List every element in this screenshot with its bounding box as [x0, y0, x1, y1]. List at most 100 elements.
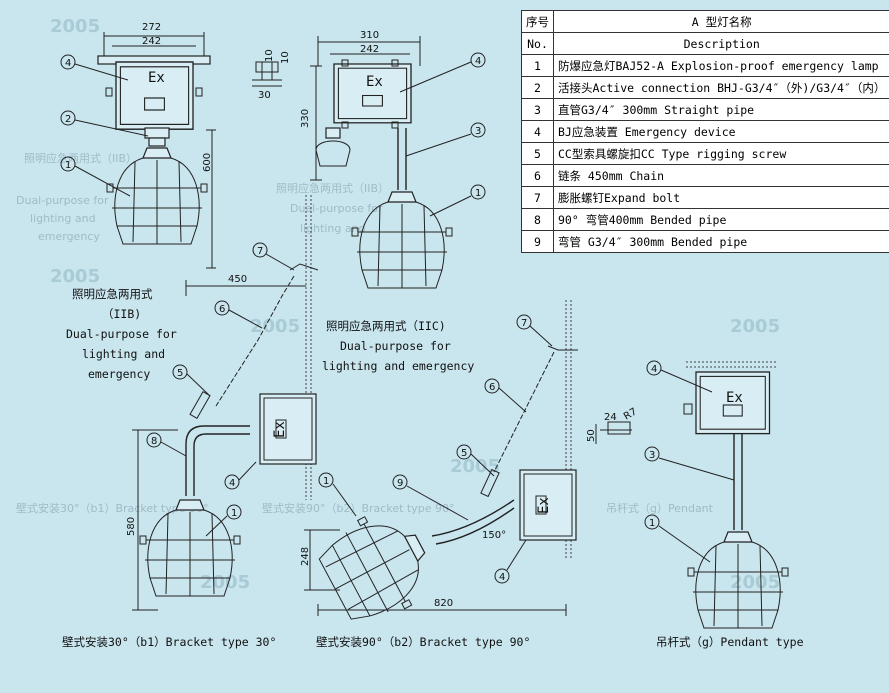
callout-4: 4 [475, 56, 481, 67]
callout-7: 7 [521, 318, 527, 329]
view-pendant: Ex 4 3 1 [644, 360, 789, 629]
dimension-30: 30 [258, 90, 271, 101]
header-title-en: Description [552, 32, 889, 55]
angle-150: 150° [482, 530, 506, 541]
box-label: Ex [148, 70, 165, 86]
row-desc: BJ应急装置 Emergency device [552, 120, 889, 143]
callout-1: 1 [475, 188, 481, 199]
bolt-detail-2: 24 R7 50 [586, 406, 639, 444]
dimension-242: 242 [360, 44, 379, 55]
dimension-r7: R7 [622, 406, 639, 422]
iib-title-cn: 照明应急两用式 [72, 287, 153, 301]
iib-line1: Dual-purpose for [66, 327, 177, 341]
row-no: 2 [521, 76, 554, 99]
callout-2: 2 [65, 114, 71, 125]
caption-pendant: 吊杆式（g）Pendant type [656, 635, 804, 649]
ghost-text: lighting and [30, 212, 96, 225]
dimension-10b: 10 [280, 51, 291, 64]
callout-1: 1 [323, 476, 329, 487]
callout-1: 1 [65, 160, 71, 171]
dimension-10a: 10 [264, 49, 275, 62]
table-header-row-2: No. Description [521, 32, 889, 55]
box-label: Ex [726, 390, 743, 406]
iib-line3: emergency [88, 367, 150, 381]
dimension-450: 450 [228, 274, 247, 285]
dimension-242: 242 [142, 36, 161, 47]
row-desc: 90° 弯管400mm Bended pipe [552, 208, 889, 231]
ghost-text: 壁式安装90°（b2）Bracket type 90° [262, 501, 454, 515]
callout-1: 1 [231, 508, 237, 519]
row-desc: 弯管 G3/4″ 300mm Bended pipe [552, 230, 889, 253]
bolt-detail: 10 10 30 [252, 49, 291, 101]
table-header-row-1: 序号 A 型灯名称 [521, 10, 889, 33]
row-desc: 活接头Active connection BHJ-G3/4″（外)/G3/4″（… [552, 76, 889, 99]
callout-5: 5 [461, 448, 467, 459]
ghost-text: Dual-purpose for [290, 202, 383, 215]
row-desc: 防爆应急灯BAJ52-A Explosion-proof emergency l… [552, 54, 889, 77]
watermark-text: 2005 [730, 316, 780, 337]
callout-5: 5 [177, 368, 183, 379]
box-label: Ex [366, 74, 383, 90]
label-iib: 照明应急两用式 （IIB) Dual-purpose for lighting … [66, 287, 177, 381]
view-bracket-30: 450 7 6 5 Ex 8 4 1 580 [126, 195, 319, 611]
caption-bracket-30: 壁式安装30°（b1）Bracket type 30° [62, 635, 276, 649]
label-iic: 照明应急两用式（IIC) Dual-purpose for lighting a… [322, 319, 474, 373]
header-no-en: No. [521, 32, 554, 55]
row-no: 3 [521, 98, 554, 121]
row-desc: 膨胀螺钉Expand bolt [552, 186, 889, 209]
dimension-310: 310 [360, 30, 379, 41]
ghost-text: 吊杆式（g）Pendant [606, 501, 714, 515]
ghost-text: emergency [38, 230, 100, 243]
ghost-text: 照明应急两用式（IIB） [276, 181, 389, 195]
callout-1: 1 [649, 518, 655, 529]
dimension-580: 580 [126, 517, 137, 536]
box-label: Ex [272, 421, 288, 438]
dimension-820: 820 [434, 598, 453, 609]
header-no-cn: 序号 [521, 10, 554, 33]
iic-line2: lighting and emergency [322, 359, 474, 373]
row-desc: 直管G3/4″ 300mm Straight pipe [552, 98, 889, 121]
watermark-text: 2005 [50, 266, 100, 287]
iic-line1: Dual-purpose for [340, 339, 451, 353]
dimension-50: 50 [586, 429, 597, 442]
dimension-600: 600 [202, 153, 213, 172]
dimension-272: 272 [142, 22, 161, 33]
callout-9: 9 [397, 478, 403, 489]
ghost-text: 壁式安装30°（b1）Bracket type 30° [16, 501, 208, 515]
row-no: 1 [521, 54, 554, 77]
watermark-text: 2005 [730, 572, 780, 593]
iib-code: （IIB) [102, 307, 141, 321]
callout-4: 4 [229, 478, 235, 489]
row-desc: 链条 450mm Chain [552, 164, 889, 187]
ghost-text: Dual-purpose for [16, 194, 109, 207]
row-no: 7 [521, 186, 554, 209]
callout-6: 6 [219, 304, 225, 315]
callout-4: 4 [651, 364, 657, 375]
header-title-cn: A 型灯名称 [552, 10, 889, 33]
row-no: 6 [521, 164, 554, 187]
callout-8: 8 [151, 436, 157, 447]
callout-3: 3 [475, 126, 481, 137]
callout-7: 7 [257, 246, 263, 257]
callout-4: 4 [499, 572, 505, 583]
view-bracket-90: 7 6 5 Ex 150° 9 1 4 248 820 [300, 300, 578, 634]
row-desc: CC型索具螺旋扣CC Type rigging screw [552, 142, 889, 165]
row-no: 9 [521, 230, 554, 253]
dimension-248: 248 [300, 547, 311, 566]
box-label: Ex [536, 497, 552, 514]
caption-bracket-90: 壁式安装90°（b2）Bracket type 90° [316, 635, 530, 649]
row-no: 8 [521, 208, 554, 231]
callout-6: 6 [489, 382, 495, 393]
watermark-text: 2005 [250, 316, 300, 337]
ghost-text: lighting and [300, 222, 366, 235]
